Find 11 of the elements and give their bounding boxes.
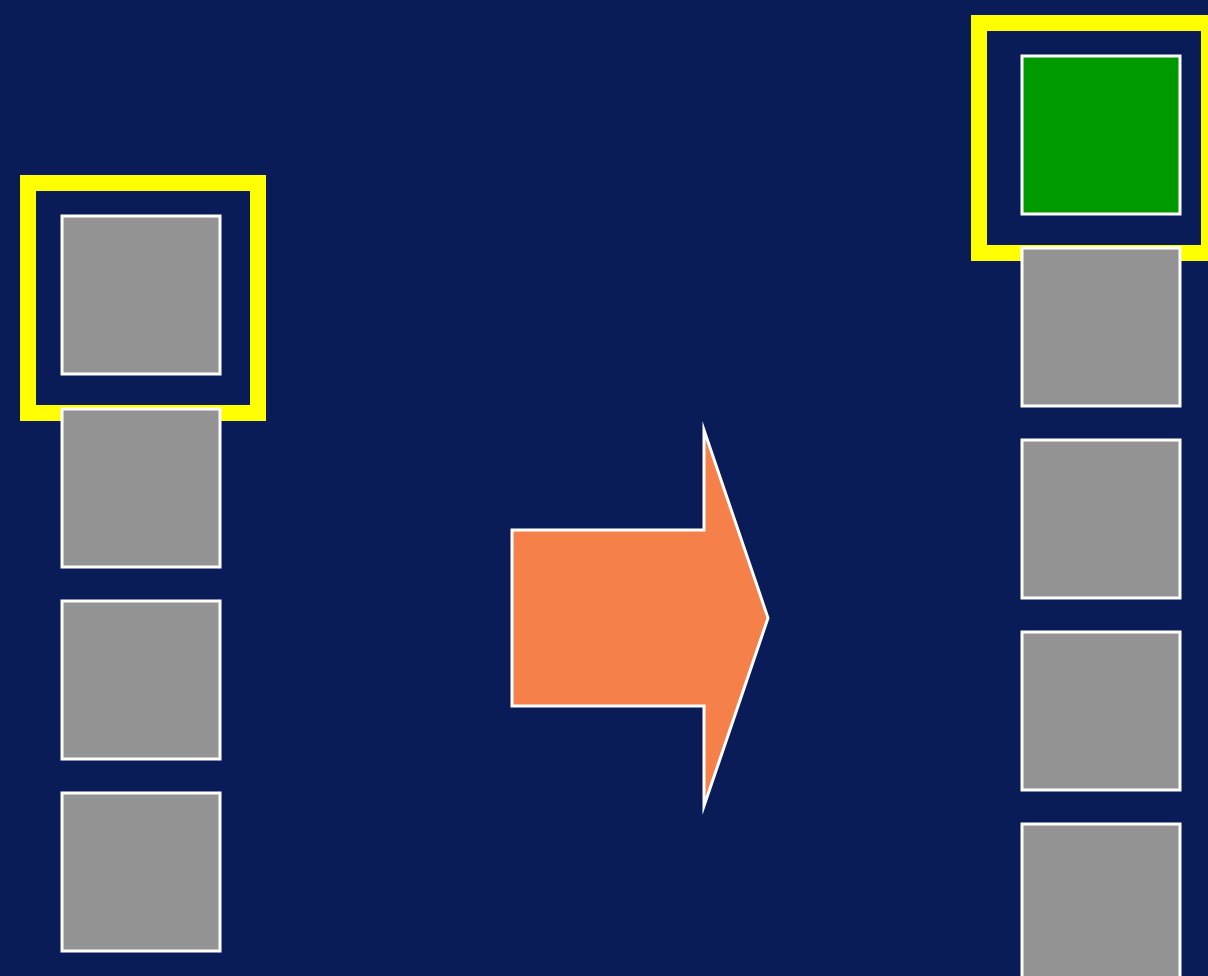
square [60,407,222,569]
square [1020,54,1182,216]
square [1020,246,1182,408]
square [1020,630,1182,792]
square [60,214,222,376]
square [60,599,222,761]
highlight-frame [971,15,1208,261]
square [1020,822,1182,976]
highlight-frame [20,175,266,421]
square [1020,438,1182,600]
square [60,791,222,953]
